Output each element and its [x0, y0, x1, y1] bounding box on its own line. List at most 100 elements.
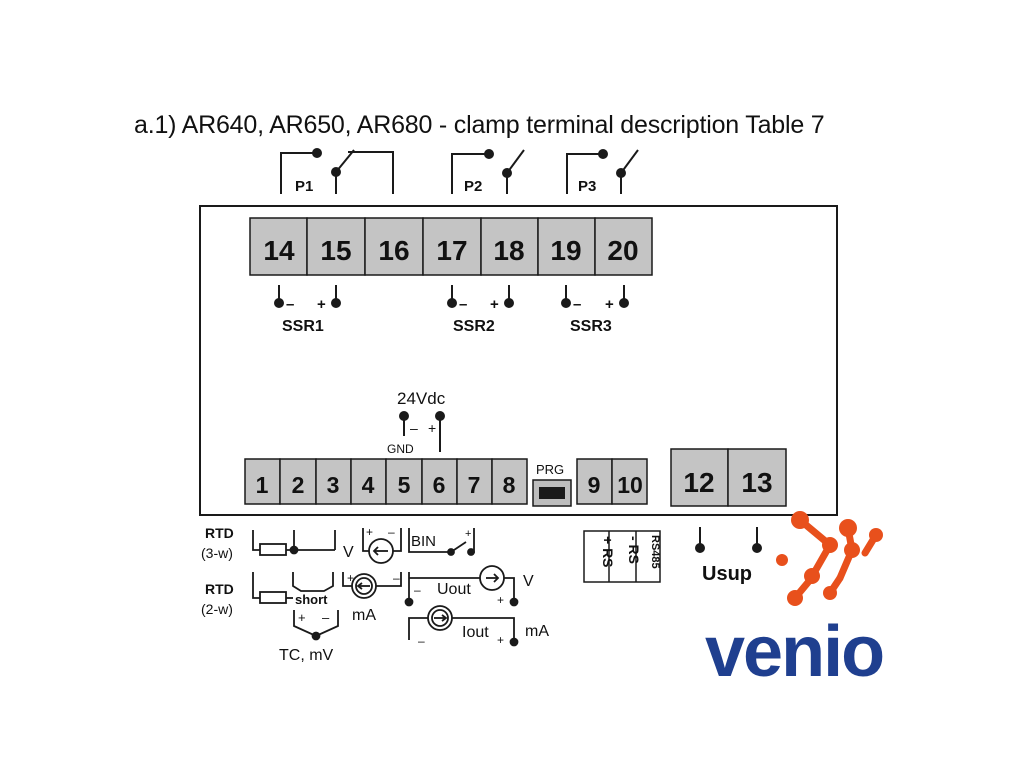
venio-logo-mark: [776, 511, 883, 606]
rtd-2w-sublabel: (2-w): [201, 601, 233, 617]
tc-mv-wiring: [293, 610, 339, 641]
relay-p1: [280, 148, 394, 194]
prg-connector: [532, 479, 572, 507]
terminal-15: [306, 217, 366, 276]
terminal-9: [576, 458, 613, 505]
bottom-terminal-block: 1 2 3 4 5 6 7 8: [244, 458, 528, 505]
terminal-13: [727, 448, 787, 507]
terminal-label-5: 5: [398, 472, 411, 498]
ma-input-minus: –: [393, 571, 400, 585]
uout-plus: +: [497, 593, 504, 607]
terminal-label-1: 1: [256, 472, 269, 498]
ssr1-minus-sign: –: [286, 296, 294, 313]
gnd-label: GND: [387, 442, 414, 456]
terminal-12: [670, 448, 729, 507]
tc-minus-sign: –: [322, 610, 330, 625]
rtd-3w-wiring: [252, 530, 336, 556]
terminal-10: [611, 458, 648, 505]
ssr3-output: [561, 285, 629, 308]
current-input-source: [342, 572, 402, 599]
terminal-14: [249, 217, 308, 276]
ma-input-label: mA: [352, 607, 376, 624]
terminal-label-16: 16: [378, 235, 409, 266]
terminal-label-2: 2: [292, 472, 305, 498]
supply-24vdc-minus: –: [410, 420, 418, 436]
rtd-2w-label: RTD: [205, 581, 234, 597]
terminal-label-7: 7: [468, 472, 481, 498]
terminal-7: [456, 458, 493, 505]
terminal-label-10: 10: [617, 472, 643, 498]
rs485-box: + RS - RS RS485: [583, 530, 661, 583]
rs-terminal-block: 9 10: [576, 458, 648, 505]
binary-input-wiring: [408, 528, 475, 556]
terminal-label-12: 12: [683, 467, 714, 498]
iout-plus: +: [497, 633, 504, 647]
voltage-input-source: [362, 528, 402, 564]
terminal-label-4: 4: [362, 472, 375, 498]
voltage-output-wiring: [404, 565, 519, 607]
usup-leads: [695, 527, 762, 553]
terminal-label-8: 8: [503, 472, 516, 498]
supply-24vdc-label: 24Vdc: [397, 389, 446, 408]
bin-label: BIN: [411, 533, 436, 550]
venio-logo-text: venio: [705, 612, 883, 692]
iout-minus: –: [418, 634, 425, 648]
v-input-minus: –: [388, 525, 395, 539]
ssr3-label: SSR3: [570, 318, 612, 335]
ssr2-minus-sign: –: [459, 296, 467, 313]
ssr1-output: [274, 285, 341, 308]
ssr3-plus-sign: +: [605, 296, 614, 313]
terminal-label-17: 17: [436, 235, 467, 266]
terminal-label-19: 19: [550, 235, 581, 266]
page-title: a.1) AR640, AR650, AR680 - clamp termina…: [134, 111, 825, 139]
terminal-17: [422, 217, 482, 276]
uout-minus: –: [414, 583, 421, 597]
ssr2-label: SSR2: [453, 318, 495, 335]
bin-plus-sign: +: [465, 528, 471, 540]
terminal-5: [385, 458, 423, 505]
supply-terminal-block: 12 13: [670, 448, 787, 507]
terminal-18: [480, 217, 539, 276]
supply-24vdc-leads: [399, 411, 445, 452]
rs-plus-label: + RS: [600, 536, 616, 568]
current-output-wiring: [408, 605, 519, 647]
rtd-3w-sublabel: (3-w): [201, 545, 233, 561]
relay-label-p2: P2: [464, 178, 482, 195]
controller-housing: [199, 205, 838, 516]
relay-p2: [451, 149, 525, 194]
ssr3-minus-sign: –: [573, 296, 581, 313]
tc-plus-sign: +: [298, 610, 306, 625]
terminal-label-13: 13: [741, 467, 772, 498]
terminal-label-14: 14: [263, 235, 295, 266]
ssr1-label: SSR1: [282, 318, 324, 335]
terminal-label-9: 9: [588, 472, 601, 498]
terminal-1: [244, 458, 281, 505]
ssr1-plus-sign: +: [317, 296, 326, 313]
terminal-6: [421, 458, 458, 505]
terminal-20: [594, 217, 653, 276]
terminal-8: [491, 458, 528, 505]
ma-input-plus: +: [347, 571, 354, 585]
top-terminal-block: 14 15 16 17 18 19 20: [249, 217, 653, 276]
terminal-label-6: 6: [433, 472, 446, 498]
terminal-label-20: 20: [607, 235, 638, 266]
relay-label-p3: P3: [578, 178, 596, 195]
terminal-label-15: 15: [320, 235, 351, 266]
v-input-label: V: [343, 544, 354, 561]
supply-24vdc-plus: +: [428, 420, 436, 436]
uout-label: Uout: [437, 581, 471, 598]
terminal-label-18: 18: [493, 235, 524, 266]
ssr2-plus-sign: +: [490, 296, 499, 313]
rs-minus-label: - RS: [626, 536, 642, 564]
terminal-2: [279, 458, 317, 505]
terminal-19: [537, 217, 596, 276]
tc-mv-label: TC, mV: [279, 647, 334, 664]
v-input-plus: +: [366, 525, 373, 539]
relay-p3: [566, 149, 639, 194]
rs485-label: RS485: [649, 535, 661, 569]
rtd-2w-wiring: [252, 572, 334, 604]
relay-label-p1: P1: [295, 178, 313, 195]
iout-ma-label: mA: [525, 623, 549, 640]
